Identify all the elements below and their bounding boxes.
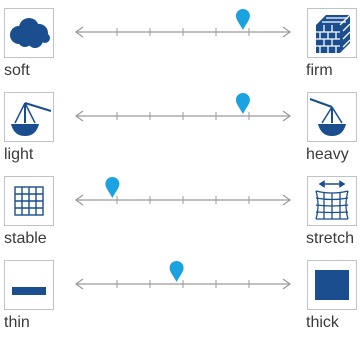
right-label-heavy: heavy bbox=[306, 146, 349, 163]
right-label-thick: thick bbox=[306, 314, 339, 331]
scale-row-light-heavy: light heavy bbox=[0, 86, 361, 170]
scale-row-soft-firm: soft bbox=[0, 2, 361, 86]
slider-stable-stretch[interactable] bbox=[72, 176, 294, 226]
arrow-right-icon bbox=[282, 194, 292, 206]
slider-marker-pin-icon[interactable] bbox=[105, 177, 120, 198]
grid-icon bbox=[4, 176, 54, 226]
arrow-right-icon bbox=[282, 110, 292, 122]
slider-soft-firm[interactable] bbox=[72, 8, 294, 58]
brick-block-icon bbox=[307, 8, 357, 58]
slider-marker-pin-icon[interactable] bbox=[235, 9, 250, 30]
arrow-left-icon bbox=[74, 26, 84, 38]
slider-marker-pin-icon[interactable] bbox=[235, 93, 250, 114]
right-label-stretch: stretch bbox=[306, 230, 355, 247]
arrow-right-icon bbox=[282, 26, 292, 38]
cloud-icon bbox=[4, 8, 54, 58]
arrow-right-icon bbox=[282, 278, 292, 290]
scale-heavy-icon bbox=[307, 92, 357, 142]
arrow-left-icon bbox=[74, 194, 84, 206]
left-label-thin: thin bbox=[4, 314, 30, 331]
scale-row-thin-thick: thin thick bbox=[0, 254, 361, 338]
slider-thin-thick[interactable] bbox=[72, 260, 294, 310]
left-label-stable: stable bbox=[4, 230, 47, 247]
scale-row-stable-stretch: stable stretch bbox=[0, 170, 361, 254]
thin-bar-icon bbox=[4, 260, 54, 310]
left-label-light: light bbox=[4, 146, 34, 163]
scale-light-icon bbox=[4, 92, 54, 142]
left-label-soft: soft bbox=[4, 62, 30, 79]
arrow-left-icon bbox=[74, 110, 84, 122]
right-label-firm: firm bbox=[306, 62, 333, 79]
slider-marker-pin-icon[interactable] bbox=[169, 261, 184, 282]
stretched-grid-icon bbox=[307, 176, 357, 226]
arrow-left-icon bbox=[74, 278, 84, 290]
thick-square-icon bbox=[307, 260, 357, 310]
slider-light-heavy[interactable] bbox=[72, 92, 294, 142]
